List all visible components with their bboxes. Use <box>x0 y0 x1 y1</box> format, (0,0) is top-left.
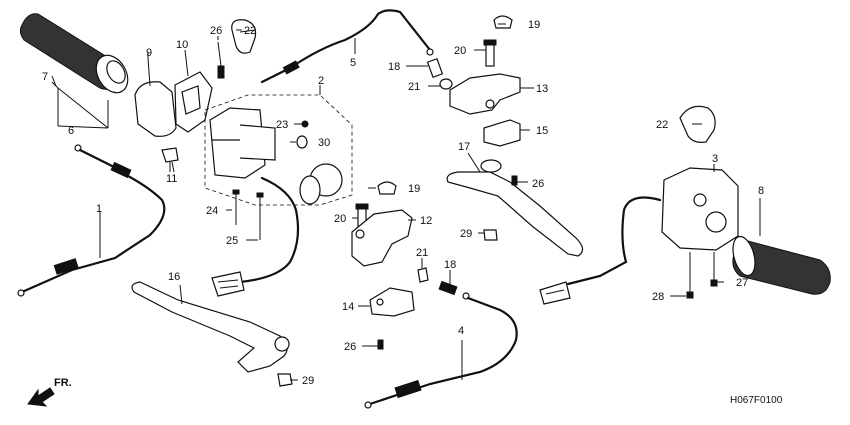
left-switch-assembly-2 <box>204 85 353 206</box>
callout-3: 3 <box>712 153 718 165</box>
callout-26: 26 <box>344 341 356 353</box>
holder-12 <box>351 209 413 267</box>
callout-19: 19 <box>528 19 540 31</box>
callout-10: 10 <box>176 39 188 51</box>
holder-13 <box>449 73 534 115</box>
callout-21: 21 <box>408 81 420 93</box>
front-direction-arrow <box>27 387 55 407</box>
callout-5: 5 <box>350 57 356 69</box>
adjuster-18-mid <box>438 280 458 296</box>
nut-29-mid <box>483 229 498 241</box>
bracket-6-7 <box>51 81 109 129</box>
screw-28 <box>686 252 694 299</box>
diagram-code: H067F0100 <box>730 395 783 406</box>
nut-21-mid <box>417 267 429 283</box>
screw-26-top <box>217 41 225 79</box>
callout-6: 6 <box>68 125 74 137</box>
right-switch-wire <box>539 196 662 305</box>
lever-16 <box>131 281 290 373</box>
callout-19: 19 <box>408 183 420 195</box>
screw-27 <box>710 252 718 287</box>
callout-20: 20 <box>334 213 346 225</box>
cap-19-top <box>493 15 513 29</box>
callout-16: 16 <box>168 271 180 283</box>
screw-23 <box>301 120 309 128</box>
callout-14: 14 <box>342 301 354 313</box>
right-grip-8 <box>732 198 831 295</box>
throttle-cable-5 <box>260 9 434 84</box>
screw-25 <box>256 192 264 240</box>
callout-26: 26 <box>210 25 222 37</box>
callout-11: 11 <box>166 173 177 185</box>
holder-15 <box>483 119 521 147</box>
callout-7: 7 <box>42 71 48 83</box>
callout-27: 27 <box>736 277 748 289</box>
callout-20: 20 <box>454 45 466 57</box>
screw-26-bottom <box>377 339 384 350</box>
callout-23: 23 <box>276 119 288 131</box>
cap-19-mid <box>377 181 397 195</box>
callout-28: 28 <box>652 291 664 303</box>
callout-2: 2 <box>318 75 324 87</box>
callout-18: 18 <box>444 259 456 271</box>
cable-1 <box>17 144 166 297</box>
callout-13: 13 <box>536 83 548 95</box>
callout-30: 30 <box>318 137 330 149</box>
callout-8: 8 <box>758 185 764 197</box>
callout-labels: 7 6 9 10 26 22 5 19 20 18 21 13 2 23 30 … <box>42 19 764 387</box>
nut-29-bottom <box>277 373 293 387</box>
callout-24: 24 <box>206 205 218 217</box>
callout-29: 29 <box>302 375 314 387</box>
left-grip <box>19 13 129 94</box>
callout-25: 25 <box>226 235 238 247</box>
throttle-housing-10 <box>174 49 213 133</box>
callout-9: 9 <box>146 47 152 59</box>
callout-17: 17 <box>458 141 470 153</box>
switch-wire-harness <box>211 176 300 297</box>
cable-4 <box>364 292 518 409</box>
nut-21-top <box>439 78 453 90</box>
callout-15: 15 <box>536 125 548 137</box>
holder-14 <box>369 287 415 317</box>
adjuster-18-top <box>426 58 444 78</box>
screw-26-right <box>511 175 518 186</box>
callout-12: 12 <box>420 215 432 227</box>
callout-21: 21 <box>416 247 428 259</box>
callout-29: 29 <box>460 228 472 240</box>
collar-30 <box>296 135 308 149</box>
screw-24 <box>232 189 240 225</box>
brake-lever-17 <box>446 152 584 257</box>
bolt-20-top <box>483 39 497 67</box>
leader-lines <box>51 23 724 381</box>
right-switch-3 <box>661 164 739 251</box>
callout-1: 1 <box>96 203 102 215</box>
callout-22: 22 <box>244 25 256 37</box>
callout-4: 4 <box>458 325 464 337</box>
clip-11 <box>161 147 179 173</box>
front-direction-label: FR. <box>54 377 72 389</box>
throttle-housing-9 <box>134 57 177 137</box>
clamp-band-22-left <box>231 19 257 54</box>
callout-22: 22 <box>656 119 668 131</box>
callout-18: 18 <box>388 61 400 73</box>
callout-26: 26 <box>532 178 544 190</box>
